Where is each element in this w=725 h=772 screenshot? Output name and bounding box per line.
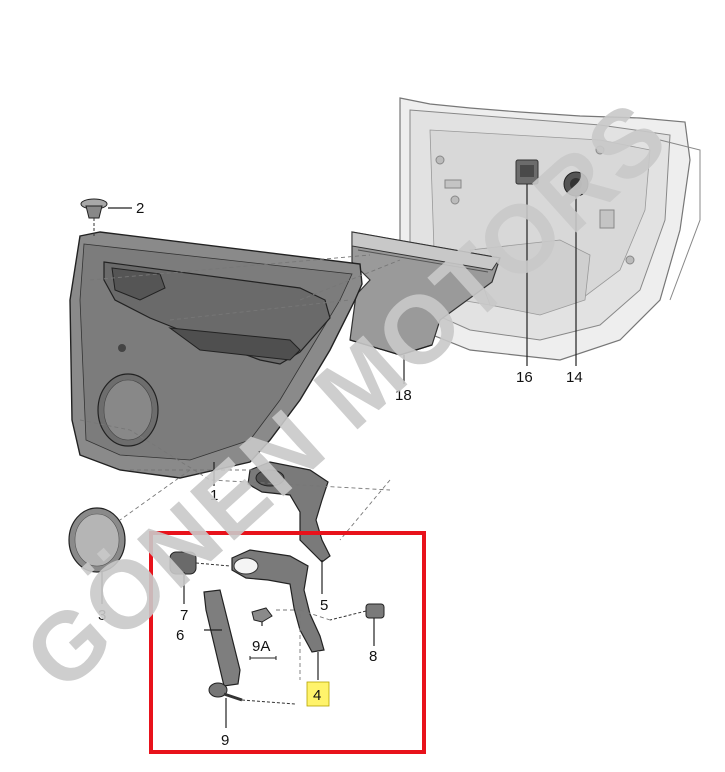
label-part-3: 3 [98, 607, 106, 624]
clip-part-16 [515, 159, 539, 185]
label-part-14: 14 [566, 369, 583, 386]
cap-part-7 [169, 551, 231, 575]
label-part-9a: 9A [252, 638, 270, 655]
label-part-16: 16 [516, 369, 533, 386]
label-part-9: 9 [221, 732, 229, 749]
door-panel-part-1 [69, 231, 363, 479]
handle-part-5 [247, 461, 331, 563]
label-part-18: 18 [395, 387, 412, 404]
speaker-cover-part-3 [68, 507, 126, 573]
bolt-part-14 [563, 171, 589, 197]
label-part-8: 8 [369, 648, 377, 665]
handle-part-4 [231, 549, 325, 653]
label-part-4: 4 [313, 687, 321, 704]
cover-part-6 [203, 589, 241, 687]
screw-part-9 [208, 682, 296, 705]
label-part-6: 6 [176, 627, 184, 644]
highlight-box [149, 531, 426, 754]
label-part-2: 2 [136, 200, 144, 217]
bracket-9a-lines [249, 656, 277, 660]
clip-part-9a [251, 607, 273, 623]
label-part-4-highlight [306, 681, 330, 707]
bracket-part-18 [349, 231, 501, 356]
clip-part-2 [80, 198, 108, 236]
guide-lines [79, 254, 401, 680]
leader-lines [101, 184, 577, 728]
screw-part-8 [329, 603, 385, 621]
label-part-7: 7 [180, 607, 188, 624]
label-part-1: 1 [210, 487, 218, 504]
label-part-5: 5 [320, 597, 328, 614]
